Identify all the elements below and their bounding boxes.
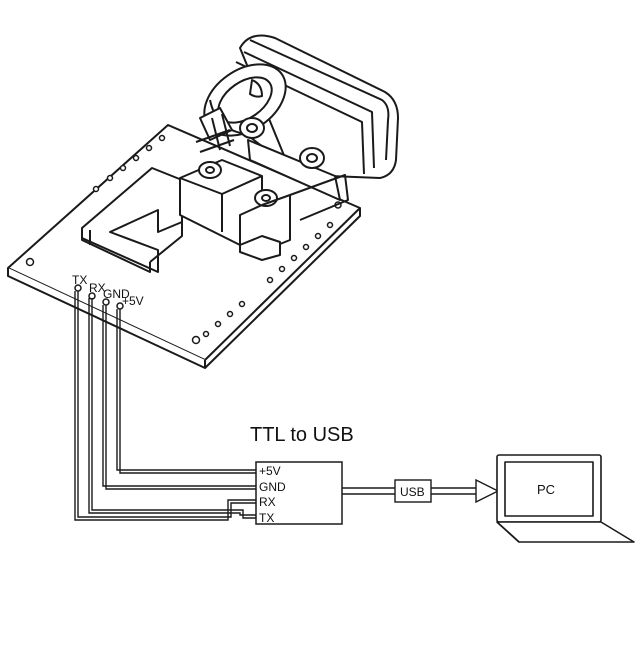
module-pin-tx: TX: [72, 273, 87, 287]
converter-pin-rx: RX: [259, 495, 276, 509]
converter-pin-5v: +5V: [259, 464, 281, 478]
sensor-module: [7, 34, 399, 369]
converter-box: [255, 461, 343, 525]
laptop-icon: [496, 454, 635, 543]
converter-title: TTL to USB: [250, 424, 354, 446]
connector-block: [81, 167, 183, 273]
converter-pin-gnd: GND: [259, 480, 286, 494]
arrow-icon: [475, 478, 500, 504]
laptop-base: [496, 521, 635, 543]
wire-rx: [88, 298, 256, 516]
header-pins: [74, 284, 124, 310]
module-pin-5v: +5V: [122, 294, 144, 308]
usb-cable: [342, 478, 500, 504]
wire-gnd: [102, 305, 256, 487]
usb-label: USB: [400, 485, 425, 499]
wires: [74, 291, 256, 521]
module-pin-rx: RX: [89, 281, 106, 295]
pc-label: PC: [537, 482, 555, 497]
sensor-housing: [179, 34, 399, 261]
wire-tx: [74, 291, 256, 521]
module-pin-gnd: GND: [103, 287, 130, 301]
converter-pin-tx: TX: [259, 511, 274, 525]
pcb-holes: [25, 134, 342, 345]
wire-5v: [116, 309, 256, 471]
usb-plug: [394, 479, 432, 503]
